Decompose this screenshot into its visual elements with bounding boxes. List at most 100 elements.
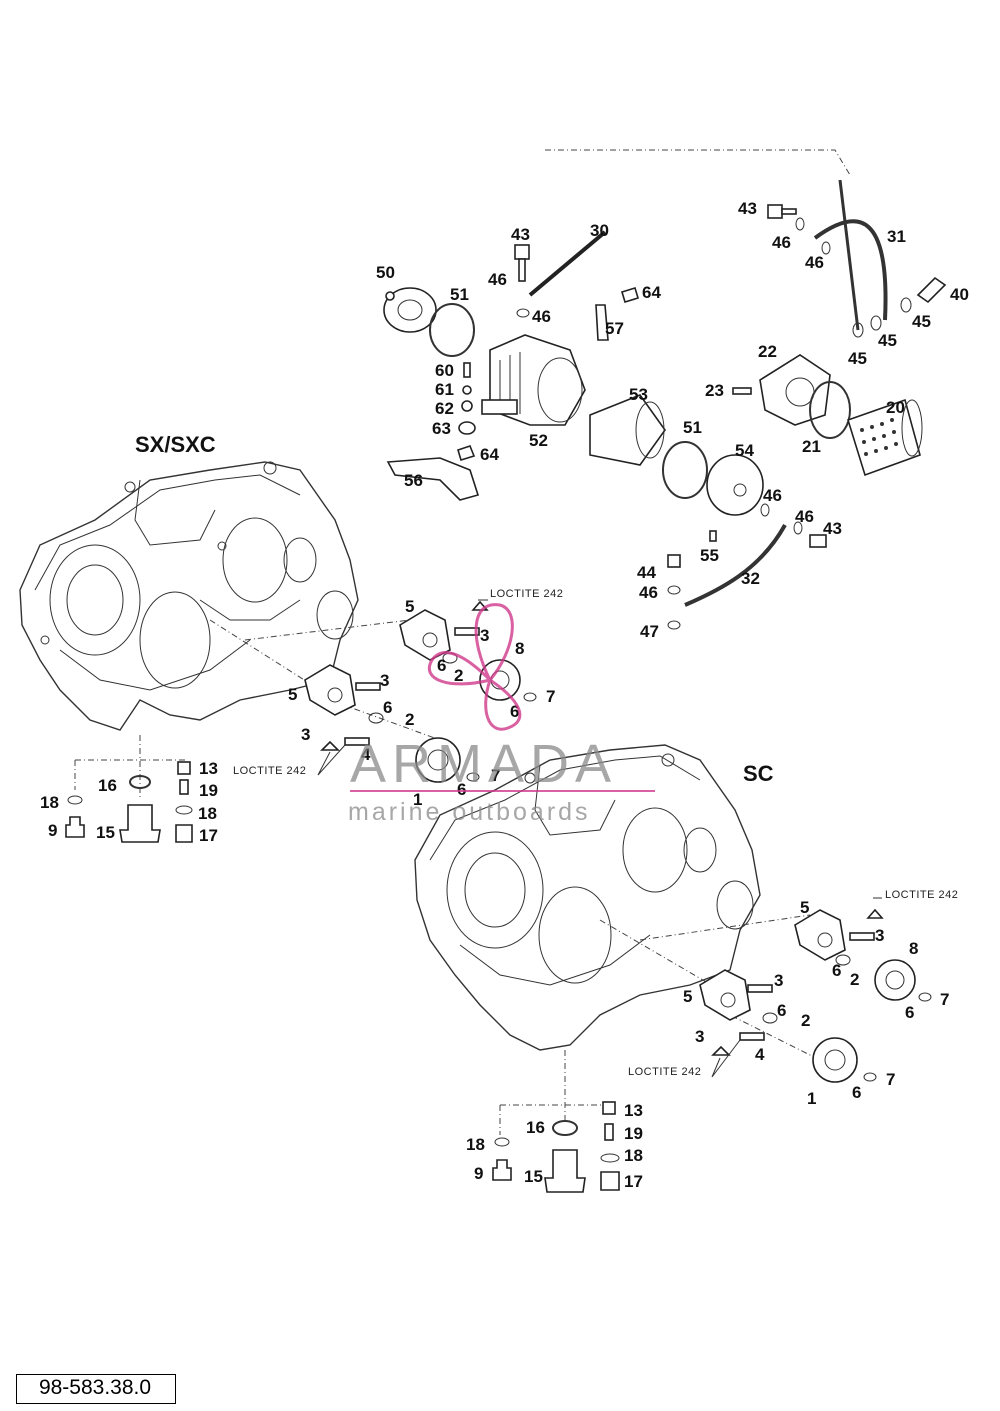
part-label: 6 (832, 961, 841, 980)
part-label: 2 (454, 666, 463, 685)
part-label: 13 (199, 759, 218, 778)
section-title-sc: SC (743, 761, 774, 786)
filter-group-labels: 43 30 31 46 46 43 46 50 51 64 40 46 57 4… (376, 199, 969, 641)
part-label: 46 (639, 583, 658, 602)
part-label: 54 (735, 441, 754, 460)
part-label: 43 (738, 199, 757, 218)
part-label: 52 (529, 431, 548, 450)
part-label: 16 (526, 1118, 545, 1137)
watermark-underline (350, 790, 655, 792)
loctite-label: LOCTITE 242 (628, 1066, 701, 1078)
drain-group-left (65, 761, 193, 843)
part-label: 9 (474, 1164, 483, 1183)
part-label: 3 (380, 671, 389, 690)
part-label: 55 (700, 546, 719, 565)
part-label: 16 (98, 776, 117, 795)
part-label: 43 (511, 225, 530, 244)
part-label: 43 (823, 519, 842, 538)
loctite-label: LOCTITE 242 (233, 765, 306, 777)
part-label: 46 (772, 233, 791, 252)
drain-group-right (492, 1101, 620, 1193)
propeller-logo (428, 603, 522, 731)
part-label: 18 (624, 1146, 643, 1165)
part-label: 46 (488, 270, 507, 289)
part-label: 5 (405, 597, 414, 616)
loctite-leaders (317, 599, 882, 1078)
part-label: 9 (48, 821, 57, 840)
part-label: 6 (457, 780, 466, 799)
part-label: 7 (546, 687, 555, 706)
part-label: 63 (432, 419, 451, 438)
part-label: 6 (437, 656, 446, 675)
part-label: 7 (940, 990, 949, 1009)
part-label: 5 (683, 987, 692, 1006)
loctite-label: LOCTITE 242 (885, 889, 958, 901)
part-label: 21 (802, 437, 821, 456)
part-label: 45 (878, 331, 897, 350)
part-label: 64 (642, 283, 661, 302)
part-label: 46 (805, 253, 824, 272)
part-label: 4 (755, 1045, 765, 1064)
part-label: 44 (637, 563, 656, 582)
part-label: 45 (848, 349, 867, 368)
part-label: 31 (887, 227, 906, 246)
part-label: 17 (199, 826, 218, 845)
drain-group-left-labels: 16 13 19 18 18 9 15 17 (40, 759, 218, 845)
part-label: 64 (480, 445, 499, 464)
part-label: 18 (40, 793, 59, 812)
crankcase-right (414, 744, 761, 1051)
pump-group-left-labels: 5 3 8 6 2 6 7 5 3 6 2 3 4 1 6 7 (288, 597, 555, 809)
watermark-tagline: marine outboards (348, 798, 591, 826)
pump-group-left (304, 600, 537, 783)
assembly-lines (74, 149, 851, 1135)
part-label: 3 (875, 926, 884, 945)
section-title-sx-sxc: SX/SXC (135, 432, 216, 457)
part-label: 3 (695, 1027, 704, 1046)
part-label: 4 (361, 745, 371, 764)
part-label: 47 (640, 622, 659, 641)
part-label: 7 (491, 766, 500, 785)
part-label: 62 (435, 399, 454, 418)
part-label: 1 (807, 1089, 816, 1108)
crankcase-left (19, 461, 359, 731)
filter-group (383, 179, 947, 630)
part-label: 50 (376, 263, 395, 282)
part-label: 60 (435, 361, 454, 380)
part-label: 19 (199, 781, 218, 800)
part-label: 19 (624, 1124, 643, 1143)
part-label: 6 (852, 1083, 861, 1102)
part-label: 22 (758, 342, 777, 361)
part-label: 57 (605, 319, 624, 338)
part-label: 5 (288, 685, 297, 704)
part-label: 6 (777, 1001, 786, 1020)
drawing-code: 98-583.38.0 (38, 1376, 152, 1399)
part-label: 18 (198, 804, 217, 823)
drain-group-right-labels: 13 16 19 18 18 9 15 17 (466, 1101, 643, 1191)
part-label: 15 (524, 1167, 543, 1186)
part-label: 32 (741, 569, 760, 588)
part-label: 1 (413, 790, 422, 809)
part-label: 40 (950, 285, 969, 304)
part-label: 3 (480, 626, 489, 645)
part-label: 6 (383, 698, 392, 717)
part-label: 61 (435, 380, 454, 399)
part-label: 46 (795, 507, 814, 526)
part-label: 2 (405, 710, 414, 729)
part-label: 8 (909, 939, 918, 958)
part-label: 53 (629, 385, 648, 404)
part-label: 45 (912, 312, 931, 331)
pump-group-right (699, 908, 932, 1083)
part-label: 7 (886, 1070, 895, 1089)
part-label: 17 (624, 1172, 643, 1191)
part-label: 46 (532, 307, 551, 326)
watermark-brand: ARMADA (350, 734, 617, 794)
part-label: 5 (800, 898, 809, 917)
part-label: 15 (96, 823, 115, 842)
part-label: 51 (683, 418, 702, 437)
watermark: ARMADA marine outboards (348, 603, 655, 826)
part-label: 18 (466, 1135, 485, 1154)
part-label: 51 (450, 285, 469, 304)
part-label: 6 (905, 1003, 914, 1022)
part-label: 2 (801, 1011, 810, 1030)
